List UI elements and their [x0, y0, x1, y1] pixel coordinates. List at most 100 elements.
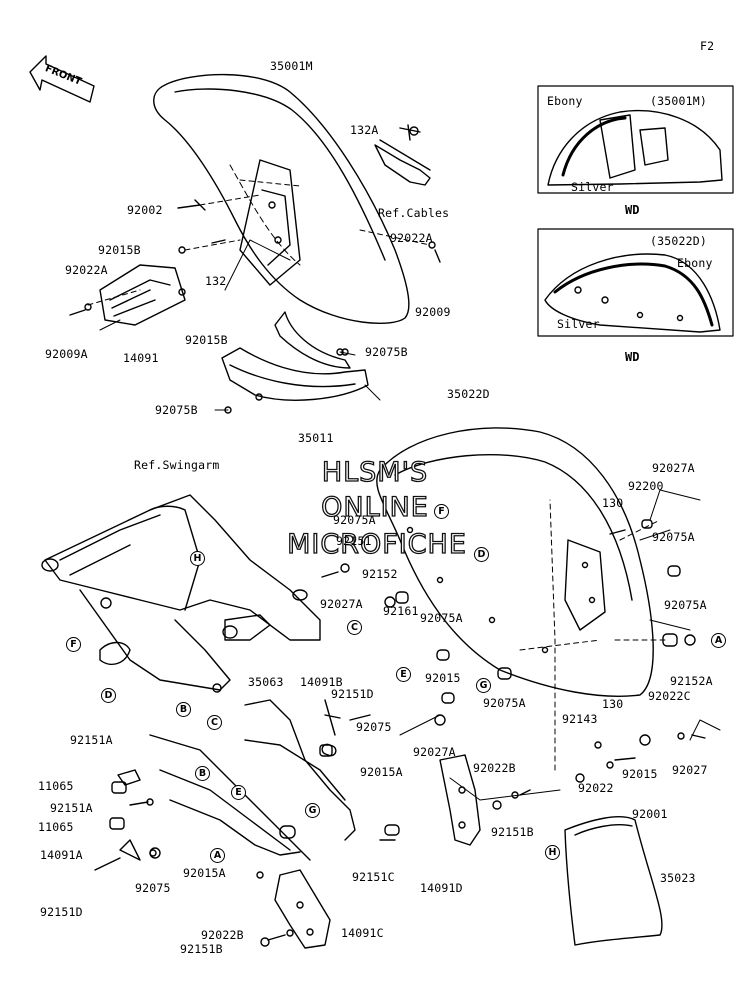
bolt-symbols	[109, 519, 706, 947]
label-leaders	[99, 239, 721, 801]
cable-guide-bracket	[374, 124, 431, 186]
part-label: 92001	[632, 807, 668, 821]
part-label: 92151A	[50, 801, 93, 815]
part-label: 92015A	[183, 866, 226, 880]
part-label: 92022	[578, 781, 614, 795]
part-label: 130	[602, 496, 624, 510]
part-label: 92075A	[664, 598, 707, 612]
part-label: 92151A	[70, 733, 113, 747]
part-label: 92027A	[413, 745, 456, 759]
inset-front-part: (35001M)	[650, 94, 707, 108]
front-arrow-icon	[29, 55, 95, 103]
callout-marker: A	[210, 848, 225, 863]
part-label: 92009	[415, 305, 451, 319]
part-label: 11065	[38, 820, 74, 834]
inset-front-color-bottom: Silver	[571, 180, 614, 194]
hardware-bolts	[69, 199, 441, 414]
callout-marker: H	[545, 845, 560, 860]
part-label: 92015	[622, 767, 658, 781]
part-label: 92002	[127, 203, 163, 217]
part-label: 92151	[336, 534, 372, 548]
part-label: 92075A	[333, 513, 376, 527]
part-label: 92152A	[670, 674, 713, 688]
page-code: F2	[700, 39, 715, 53]
inset-front-model: WD	[625, 203, 640, 217]
callout-marker: B	[195, 766, 210, 781]
rear-fender	[376, 427, 654, 697]
part-label: 92075	[356, 720, 392, 734]
part-label: 92075A	[483, 696, 526, 710]
part-label: 92022C	[648, 689, 691, 703]
part-label: 92027A	[652, 461, 695, 475]
rear-fender-support	[149, 699, 400, 861]
part-label: 35063	[248, 675, 284, 689]
watermark-line-1: HLSM'S	[321, 457, 429, 488]
part-label: 92161	[383, 604, 419, 618]
part-label: 14091A	[40, 848, 83, 862]
inset-rear-fender-box	[537, 228, 734, 337]
heat-shield-panel	[564, 816, 663, 946]
part-label: 92015A	[360, 765, 403, 779]
part-label: 92027A	[320, 597, 363, 611]
part-label: 92015B	[185, 333, 228, 347]
part-label: 92151D	[331, 687, 374, 701]
swingarm-frame	[41, 494, 321, 693]
part-label: 92022A	[390, 231, 433, 245]
part-label: 35023	[660, 871, 696, 885]
part-label: 92022B	[201, 928, 244, 942]
callout-marker: B	[176, 702, 191, 717]
part-label: 92075B	[155, 403, 198, 417]
callout-marker: E	[231, 785, 246, 800]
callout-marker: A	[711, 633, 726, 648]
part-label: 92015B	[98, 243, 141, 257]
inset-rear-part: (35022D)	[650, 234, 707, 248]
part-label: 92009A	[45, 347, 88, 361]
inset-front-color-top: Ebony	[547, 94, 583, 108]
side-brackets	[94, 754, 481, 949]
part-label: 92151C	[352, 870, 395, 884]
inset-rear-color-top: Ebony	[677, 256, 713, 270]
watermark-line-3: MICROFICHE	[286, 529, 467, 560]
part-label: 14091B	[300, 675, 343, 689]
part-label: 14091C	[341, 926, 384, 940]
part-label: 92022B	[473, 761, 516, 775]
part-label: 92015	[425, 671, 461, 685]
part-label: Ref.Swingarm	[134, 458, 220, 472]
callout-marker: G	[305, 803, 320, 818]
part-label: Ref.Cables	[378, 206, 450, 220]
callout-marker: F	[434, 504, 449, 519]
part-label: 35011	[298, 431, 334, 445]
callout-marker: C	[347, 620, 362, 635]
callout-marker: H	[190, 551, 205, 566]
callout-marker: C	[207, 715, 222, 730]
front-fender	[153, 73, 410, 325]
part-label: 92200	[628, 479, 664, 493]
part-label: 35001M	[270, 59, 313, 73]
callout-marker: D	[101, 688, 116, 703]
part-label: 92143	[562, 712, 598, 726]
leader-lines	[87, 179, 666, 771]
part-label: 92075A	[652, 530, 695, 544]
inset-rear-model: WD	[625, 350, 640, 364]
part-label: 11065	[38, 779, 74, 793]
inset-rear-color-bottom: Silver	[557, 317, 600, 331]
part-label: 92151B	[180, 942, 223, 956]
callout-marker: G	[476, 678, 491, 693]
part-label: 92151B	[491, 825, 534, 839]
part-label: 92027	[672, 763, 708, 777]
watermark-line-2: ONLINE	[320, 492, 429, 523]
fender-side-cover	[99, 264, 186, 326]
part-label: 92151D	[40, 905, 83, 919]
part-label: 92075A	[420, 611, 463, 625]
callout-marker: D	[474, 547, 489, 562]
part-label: 132A	[350, 123, 379, 137]
part-label: 92075	[135, 881, 171, 895]
part-label: 92152	[362, 567, 398, 581]
fender-brace	[221, 311, 369, 401]
callout-marker: E	[396, 667, 411, 682]
part-label: 92075B	[365, 345, 408, 359]
part-label: 130	[602, 697, 624, 711]
part-label: 14091D	[420, 881, 463, 895]
